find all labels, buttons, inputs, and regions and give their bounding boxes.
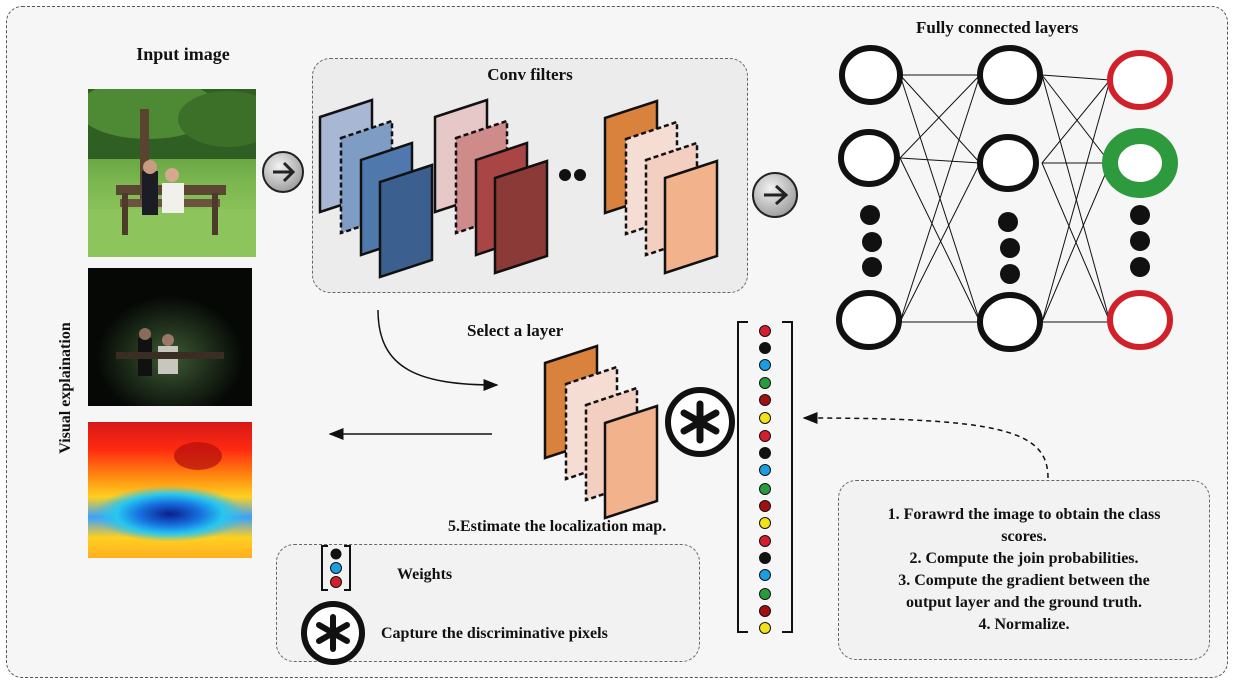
visual-explanation-photo bbox=[88, 268, 252, 406]
arrow-right-circle-icon bbox=[752, 172, 798, 218]
red-filter-stack bbox=[433, 98, 549, 275]
input-photo bbox=[88, 89, 256, 257]
step-line: 2. Compute the join probabilities. bbox=[909, 550, 1139, 567]
input-nodes bbox=[836, 45, 903, 350]
step-line: output layer and the ground truth. bbox=[906, 594, 1142, 611]
legend-capture-label: Capture the discriminative pixels bbox=[381, 625, 608, 642]
ellipsis-dots bbox=[559, 169, 586, 181]
weight-vector bbox=[737, 321, 793, 634]
fully-connected-title: Fully connected layers bbox=[916, 18, 1079, 37]
step-line: 3. Compute the gradient between the bbox=[898, 572, 1150, 589]
selected-layer-stack bbox=[543, 344, 659, 520]
localization-title: 5.Estimate the localization map. bbox=[448, 518, 667, 535]
legend-weight-icon bbox=[321, 545, 351, 591]
hidden-nodes bbox=[977, 45, 1043, 352]
asterisk-icon bbox=[665, 387, 735, 457]
step-line: 1. Forawrd the image to obtain the class bbox=[887, 506, 1161, 523]
arrow-right-circle-icon bbox=[262, 151, 304, 193]
steps-box: 1. Forawrd the image to obtain the class… bbox=[838, 480, 1210, 660]
input-image-title: Input image bbox=[136, 44, 230, 64]
blue-filter-stack bbox=[318, 98, 434, 279]
asterisk-icon bbox=[301, 601, 365, 665]
arrow-conv-to-select bbox=[377, 309, 499, 391]
output-nodes bbox=[1102, 50, 1178, 350]
network-connections bbox=[899, 74, 1111, 323]
step-line: scores. bbox=[1001, 528, 1047, 545]
arrow-steps-to-vector bbox=[802, 412, 1049, 479]
heatmap bbox=[88, 422, 252, 558]
select-layer-title: Select a layer bbox=[467, 321, 564, 340]
conv-filters-title: Conv filters bbox=[487, 65, 573, 84]
legend-weights-label: Weights bbox=[397, 566, 453, 583]
step-line: 4. Normalize. bbox=[978, 616, 1070, 633]
orange-filter-stack bbox=[603, 99, 719, 275]
